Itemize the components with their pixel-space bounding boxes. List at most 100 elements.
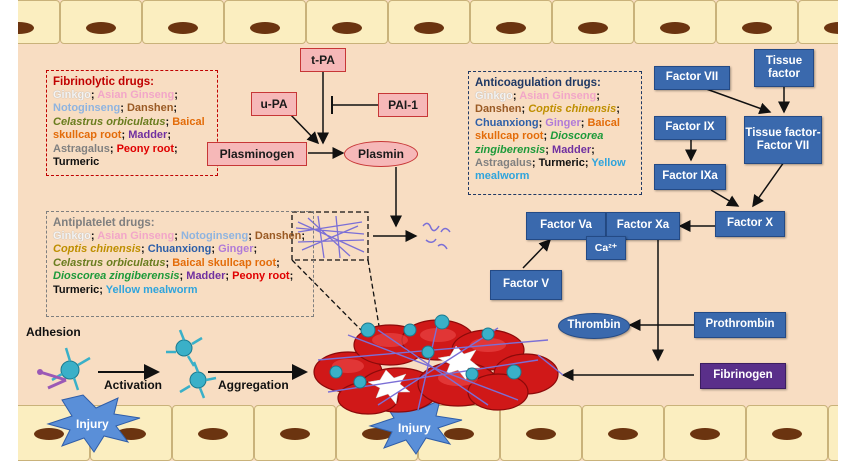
drug-separator: ;	[545, 143, 553, 156]
drug-name: Peony root	[232, 270, 290, 283]
drug-separator: ;	[584, 157, 592, 170]
drug-name: Turmeric	[53, 156, 100, 169]
drug-name: Turmeric	[53, 283, 100, 296]
fibrin-mesh-icon	[295, 215, 365, 259]
calcium-box: Ca²⁺	[586, 236, 626, 260]
endothelial-cell-top	[798, 0, 838, 44]
arrow-fvii-tffvii	[697, 85, 772, 115]
fibrin-illustrations	[295, 215, 451, 259]
factor-v-box: Factor V	[490, 270, 562, 300]
drug-separator: ;	[174, 230, 181, 243]
drug-separator: ;	[538, 116, 546, 129]
cell-nucleus-icon	[280, 428, 310, 440]
endothelial-cell-top	[224, 0, 306, 44]
cell-nucleus-icon	[526, 428, 556, 440]
drug-separator: ;	[179, 270, 187, 283]
cell-nucleus-icon	[660, 22, 690, 34]
endothelial-cell-top	[716, 0, 798, 44]
antiplatelet-title: Antiplatelet drugs:	[53, 217, 155, 229]
drug-name: Peony root	[116, 142, 175, 155]
factor-ix-box: Factor IX	[654, 116, 726, 140]
drug-name: Asian Ginseng	[97, 89, 175, 102]
drug-name: Chuanxiong	[147, 243, 212, 256]
activation-label: Activation	[104, 378, 163, 392]
fibrin-zoom-box	[291, 211, 369, 261]
drug-separator: ;	[276, 256, 280, 269]
cell-nucleus-icon	[362, 428, 392, 440]
drug-name: Ginkgo	[475, 90, 513, 103]
drug-separator: ;	[301, 230, 306, 243]
cell-nucleus-icon	[18, 22, 34, 34]
drug-name: Madder	[552, 143, 592, 156]
factor-x-box: Factor X	[715, 211, 785, 237]
anticoagulation-drug-list: Ginkgo; Asian Ginseng; Danshen; Coptis c…	[475, 90, 635, 184]
zoom-line-left	[291, 259, 364, 333]
drug-separator: ;	[174, 89, 178, 102]
fibrinolytic-title: Fibrinolytic drugs:	[53, 76, 154, 88]
drug-name: Madder	[128, 129, 168, 142]
clot-illustration	[37, 314, 564, 455]
drug-name: Baical skullcap root	[475, 116, 620, 143]
arrow-fixa-fx	[710, 189, 740, 207]
cell-nucleus-icon	[772, 428, 802, 440]
antiplatelet-drugs-panel: Antiplatelet drugs: Ginkgo; Asian Ginsen…	[46, 211, 314, 317]
cell-nucleus-icon	[168, 22, 198, 34]
zoom-line-right	[367, 259, 381, 333]
drug-separator: ;	[167, 129, 171, 142]
drug-separator: ;	[165, 115, 173, 128]
drug-name: Dioscorea zingiberensis	[475, 130, 604, 156]
drug-name: Baical skullcap root	[53, 115, 205, 142]
drug-name: Ginger	[545, 116, 581, 129]
cell-nucleus-icon	[86, 22, 116, 34]
cell-nucleus-icon	[198, 428, 228, 440]
drug-name: Madder	[186, 270, 226, 283]
endothelial-cell-bottom	[746, 405, 828, 461]
drug-separator: ;	[580, 116, 588, 129]
cell-nucleus-icon	[444, 428, 474, 440]
drug-name: Asian Ginseng	[519, 90, 597, 103]
cell-nucleus-icon	[742, 22, 772, 34]
factor-va-box: Factor Va	[526, 212, 606, 240]
adhesion-label: Adhesion	[26, 325, 81, 339]
cell-nucleus-icon	[496, 22, 526, 34]
cell-nucleus-icon	[608, 428, 638, 440]
drug-separator: ;	[141, 243, 148, 256]
drug-separator: ;	[120, 102, 127, 115]
arrow-upa-plasmin	[287, 111, 320, 145]
drug-name: Coptis chinensis	[528, 103, 617, 116]
drug-name: Coptis chinensis	[53, 243, 142, 256]
drug-name: Turmeric	[538, 157, 585, 170]
arrow-layer	[98, 72, 790, 381]
drug-separator: ;	[289, 270, 294, 283]
drug-separator: ;	[253, 243, 258, 256]
drug-separator: ;	[109, 142, 117, 155]
drug-name: Ginkgo	[53, 89, 91, 102]
drug-separator: ;	[174, 142, 178, 155]
drug-name: Astragalus	[475, 157, 532, 170]
drug-name: Danshen	[254, 230, 302, 243]
drug-separator: ;	[99, 283, 106, 296]
thrombin-ellipse: Thrombin	[558, 313, 630, 339]
drug-separator: ;	[173, 102, 178, 115]
drug-separator: ;	[591, 143, 595, 156]
drug-name: Baical skullcap root	[172, 256, 277, 269]
drug-separator: ;	[248, 230, 255, 243]
injury-star-left-icon	[46, 394, 141, 453]
prothrombin-box: Prothrombin	[694, 312, 786, 338]
tissue-factor-box: Tissue factor	[754, 49, 814, 87]
factor-ixa-box: Factor IXa	[654, 164, 726, 190]
plasmin-ellipse: Plasmin	[344, 141, 418, 167]
fibrinolytic-drugs-panel: Fibrinolytic drugs: Ginkgo; Asian Ginsen…	[46, 70, 218, 176]
tpa-box: t-PA	[300, 48, 346, 72]
anticoagulation-title: Anticoagulation drugs:	[475, 77, 601, 89]
factor-xa-box: Factor Xa	[606, 212, 680, 240]
drug-separator: ;	[543, 130, 551, 143]
drug-separator: ;	[121, 129, 129, 142]
cell-nucleus-icon	[414, 22, 444, 34]
drug-separator: ;	[90, 89, 98, 102]
aggregation-label: Aggregation	[218, 378, 289, 392]
cell-nucleus-icon	[34, 428, 64, 440]
drug-name: Dioscorea zingiberensis	[53, 270, 180, 283]
drug-separator: ;	[90, 230, 98, 243]
arrow-fv-fva	[522, 238, 552, 269]
